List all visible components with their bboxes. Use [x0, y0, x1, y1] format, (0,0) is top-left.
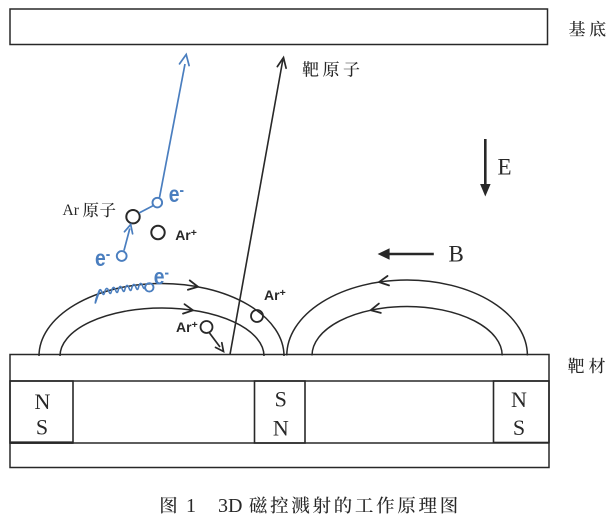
svg-text:S: S	[36, 415, 48, 440]
svg-text:N: N	[35, 389, 51, 414]
svg-text:3D: 3D	[218, 495, 242, 517]
svg-text:N: N	[511, 387, 527, 412]
svg-text:E: E	[498, 155, 512, 180]
svg-text:1: 1	[186, 495, 196, 517]
svg-text:N: N	[273, 416, 289, 441]
svg-text:S: S	[275, 387, 287, 412]
svg-text:S: S	[513, 415, 525, 440]
svg-text:B: B	[449, 242, 464, 267]
svg-text:Ar: Ar	[63, 202, 80, 219]
